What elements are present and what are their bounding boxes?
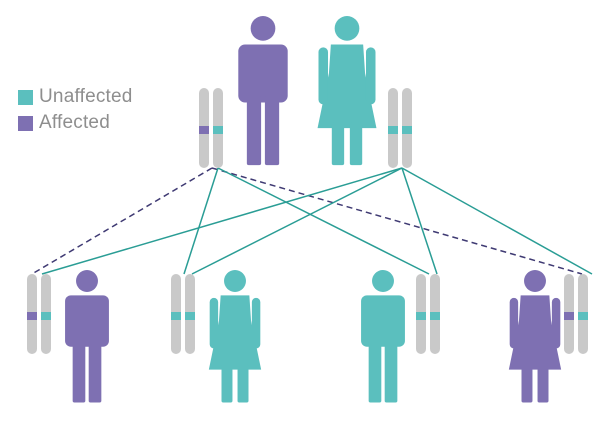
- affected-swatch: [18, 115, 33, 131]
- father-to-child-2-line: [183, 167, 219, 275]
- child-1-allele-band-2: [41, 312, 51, 320]
- mother-allele-band-1: [388, 126, 398, 134]
- father-chromosome-pair: [199, 88, 223, 168]
- mother-to-child-2-line: [191, 167, 403, 275]
- father-to-child-4-dashed-line: [211, 167, 583, 275]
- father-to-child-3-line: [217, 167, 430, 275]
- father-to-child-1-dashed-line: [31, 167, 213, 275]
- inheritance-lines: [31, 167, 593, 275]
- child-1-allele-band-1: [27, 312, 37, 320]
- unaffected-swatch: [18, 89, 33, 105]
- child-4-chromosome-pair: [564, 274, 588, 354]
- legend: Unaffected Affected: [18, 84, 133, 136]
- child-4-female-affected-figure: [508, 270, 562, 403]
- child-4-allele-band-2: [578, 312, 588, 320]
- mother-to-child-3-line: [401, 167, 438, 275]
- people: [65, 16, 562, 403]
- father-allele-band-2: [213, 126, 223, 134]
- mother-chromosome-pair: [388, 88, 412, 168]
- child-1-chromosome-pair: [27, 274, 51, 354]
- legend-item-unaffected: Unaffected: [18, 84, 133, 110]
- child-3-allele-band-2: [430, 312, 440, 320]
- child-3-chromosome-pair: [416, 274, 440, 354]
- mother-to-child-1-line: [41, 167, 403, 275]
- mother-female-unaffected-figure: [317, 16, 377, 166]
- child-2-chromosome-pair: [171, 274, 195, 354]
- child-3-male-unaffected-figure: [361, 270, 405, 403]
- child-2-allele-band-1: [171, 312, 181, 320]
- child-4-allele-band-1: [564, 312, 574, 320]
- legend-label-unaffected: Unaffected: [39, 86, 133, 107]
- child-1-male-affected-figure: [65, 270, 109, 403]
- child-2-allele-band-2: [185, 312, 195, 320]
- father-allele-band-1: [199, 126, 209, 134]
- mother-to-child-4-line: [401, 167, 593, 275]
- child-2-female-unaffected-figure: [208, 270, 262, 403]
- father-male-affected-figure: [238, 16, 288, 166]
- child-3-allele-band-1: [416, 312, 426, 320]
- mother-allele-band-2: [402, 126, 412, 134]
- legend-label-affected: Affected: [39, 112, 110, 133]
- chromosome-pairs: [27, 88, 588, 354]
- legend-item-affected: Affected: [18, 110, 133, 136]
